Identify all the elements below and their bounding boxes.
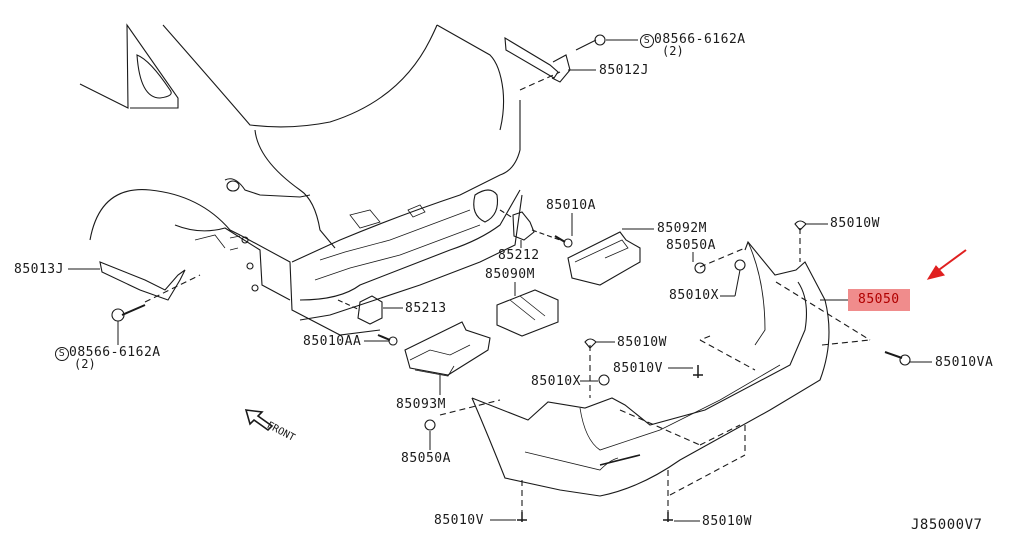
- absorber-85092m-drawing: [568, 232, 640, 285]
- part-label-85010w-mid[interactable]: 85010W: [617, 335, 667, 350]
- part-label-85010a[interactable]: 85010A: [546, 198, 596, 213]
- block-85090m-drawing: [497, 290, 558, 336]
- part-label-85050-highlighted[interactable]: 85050: [848, 289, 910, 311]
- part-label-85010v-bottom[interactable]: 85010V: [434, 513, 484, 528]
- part-label-85012j[interactable]: 85012J: [599, 63, 649, 78]
- front-arrow-icon: [246, 410, 272, 430]
- part-label-85010w-bottom[interactable]: 85010W: [702, 514, 752, 529]
- part-label-85010va[interactable]: 85010VA: [935, 355, 994, 370]
- part-label-85010w-top[interactable]: 85010W: [830, 216, 880, 231]
- part-label-85050a-left[interactable]: 85050A: [401, 451, 451, 466]
- screw-s-icon: S: [640, 34, 654, 48]
- part-label-85050a-right[interactable]: 85050A: [666, 238, 716, 253]
- part-label-85212[interactable]: 85212: [498, 248, 540, 263]
- part-label-85010v-mid[interactable]: 85010V: [613, 361, 663, 376]
- part-qty-top: (2): [662, 44, 684, 58]
- part-label-85010x-mid[interactable]: 85010X: [531, 374, 581, 389]
- diagram-code: J85000V7: [911, 517, 983, 533]
- absorber-85093m-drawing: [405, 322, 490, 376]
- leader-lines: [68, 40, 932, 521]
- part-label-85090m[interactable]: 85090M: [485, 267, 535, 282]
- screw-s-icon: S: [55, 347, 69, 361]
- small-parts-drawing: [338, 210, 572, 345]
- red-pointer-arrow-icon: [928, 250, 966, 279]
- part-label-85010aa[interactable]: 85010AA: [303, 334, 362, 349]
- part-label-85213[interactable]: 85213: [405, 301, 447, 316]
- part-label-85010x-right[interactable]: 85010X: [669, 288, 719, 303]
- part-label-85092m[interactable]: 85092M: [657, 221, 707, 236]
- car-body-drawing: [80, 25, 522, 335]
- part-qty-left: (2): [74, 357, 96, 371]
- part-label-85013j[interactable]: 85013J: [14, 262, 64, 277]
- bumper-85050-drawing: [425, 221, 910, 522]
- bracket-85012j-drawing: [505, 35, 605, 90]
- bracket-85013j-drawing: [100, 262, 200, 321]
- part-label-85093m[interactable]: 85093M: [396, 397, 446, 412]
